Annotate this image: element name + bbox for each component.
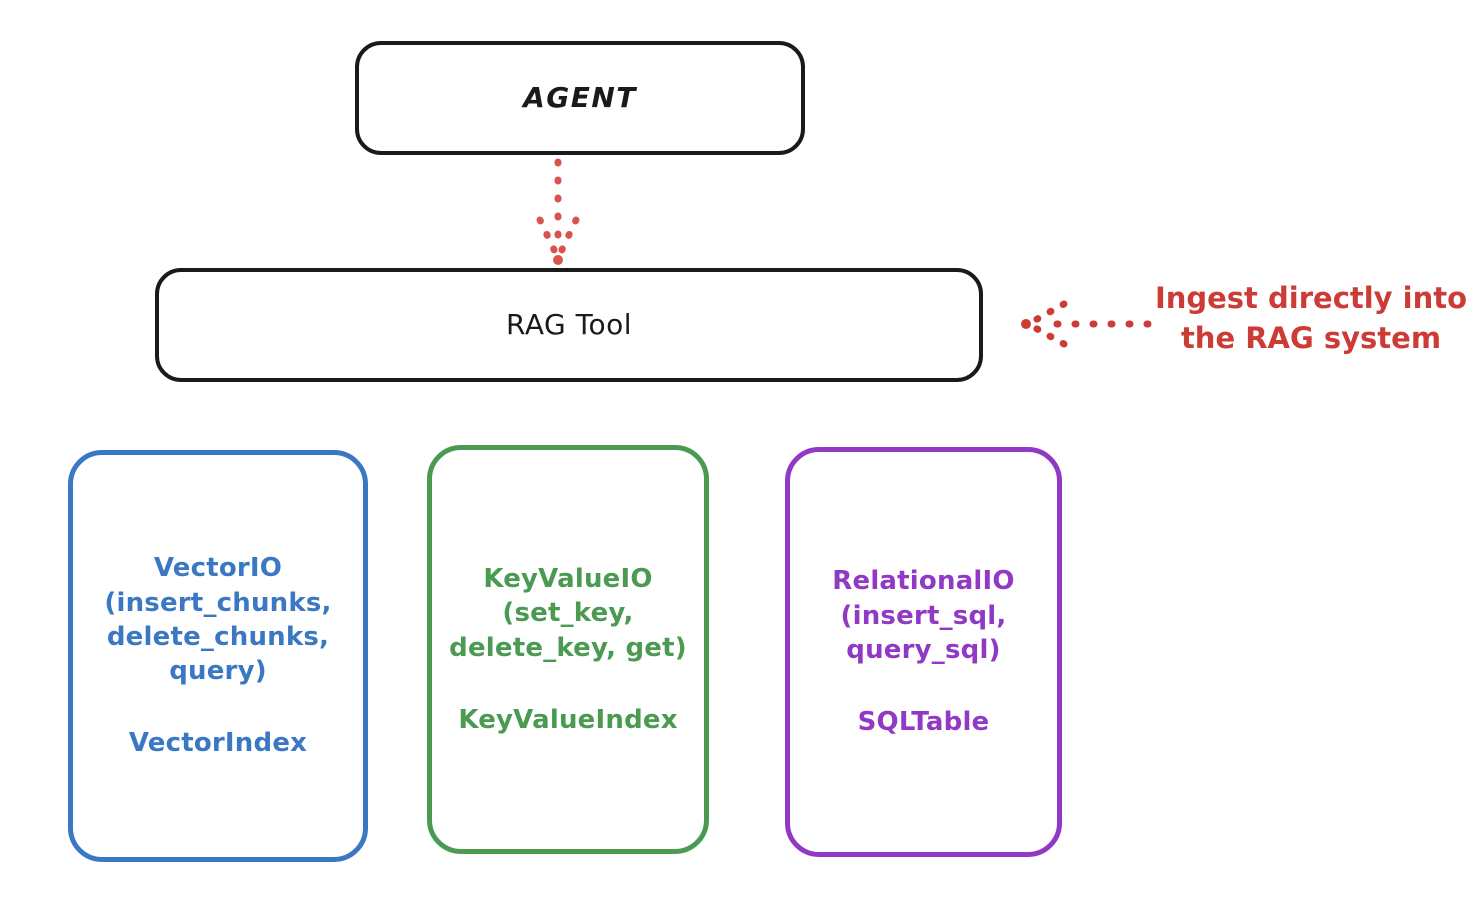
vectorio-index-label: VectorIndex bbox=[128, 728, 308, 759]
relationalio-api-label: RelationalIO (insert_sql, query_sql) bbox=[832, 566, 1015, 665]
agent-node-label: AGENT bbox=[523, 80, 637, 114]
vectorio-node[interactable]: VectorIO (insert_chunks, delete_chunks, … bbox=[68, 450, 368, 862]
relationalio-node[interactable]: RelationalIO (insert_sql, query_sql) SQL… bbox=[785, 447, 1062, 857]
keyvalueio-node[interactable]: KeyValueIO (set_key, delete_key, get) Ke… bbox=[427, 445, 709, 854]
keyvalueio-api-label: KeyValueIO (set_key, delete_key, get) bbox=[449, 563, 687, 663]
agent-node[interactable]: AGENT bbox=[355, 41, 805, 155]
rag-tool-node-label: RAG Tool bbox=[506, 307, 632, 341]
keyvalueio-index-label: KeyValueIndex bbox=[458, 704, 678, 735]
dotted-arrow-down-icon bbox=[536, 158, 580, 265]
vectorio-api-label: VectorIO (insert_chunks, delete_chunks, … bbox=[104, 553, 332, 687]
ingest-annotation-label: Ingest directly into the RAG system bbox=[1154, 281, 1468, 356]
relationalio-index-label: SQLTable bbox=[857, 707, 990, 738]
dotted-arrow-left-icon bbox=[1021, 300, 1152, 348]
rag-tool-node[interactable]: RAG Tool bbox=[155, 268, 983, 382]
